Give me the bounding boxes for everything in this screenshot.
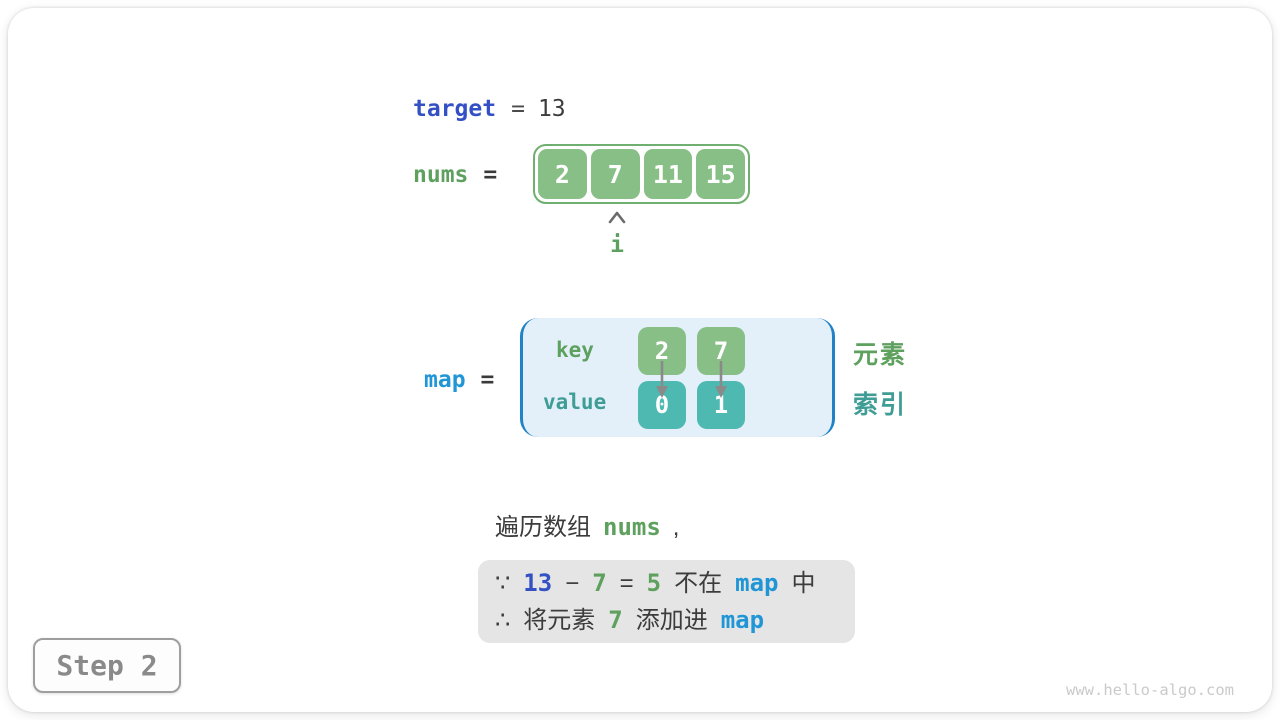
map-line: map = xyxy=(424,367,507,393)
watermark: www.hello-algo.com xyxy=(1066,681,1234,699)
array-cell: 11 xyxy=(643,149,693,199)
map-value-cell: 0 xyxy=(638,381,686,429)
therefore-icon: ∴ xyxy=(495,607,511,634)
add-verb-text: 添加进 xyxy=(635,607,708,634)
in-suffix-text: 中 xyxy=(791,570,816,597)
current-element-token: 7 xyxy=(592,569,607,597)
target-token: 13 xyxy=(523,569,553,597)
nums-array: 2 7 11 15 xyxy=(533,144,750,204)
equals-sign: = xyxy=(619,570,634,597)
map-container: key value 2 7 0 1 xyxy=(520,318,835,437)
traverse-sentence: 遍历数组 nums , xyxy=(495,513,679,542)
index-pointer-label: i xyxy=(610,232,624,258)
minus-sign: − xyxy=(565,570,580,597)
equals-sign: = xyxy=(483,162,498,188)
array-cell: 2 xyxy=(538,149,587,199)
added-element-token: 7 xyxy=(608,606,623,634)
because-icon: ∵ xyxy=(495,570,511,597)
diagram-canvas: target = 13 nums = 2 7 11 15 i map = key… xyxy=(8,8,1272,712)
map-value-cell: 1 xyxy=(697,381,745,429)
target-line: target = 13 xyxy=(413,96,566,122)
nums-line: nums = xyxy=(413,162,510,188)
map-token: map xyxy=(735,569,779,597)
difference-token: 5 xyxy=(646,569,662,597)
map-key-row-label: key xyxy=(556,338,594,362)
map-value-row-label: value xyxy=(543,390,607,414)
reason-box: ∵ 13 − 7 = 5 不在 map 中 ∴ 将元素 7 添加进 map xyxy=(478,560,855,643)
step-badge-label: Step 2 xyxy=(56,649,158,682)
equals-sign: = xyxy=(480,367,495,393)
sentence-comma: , xyxy=(672,514,680,541)
map-variable: map xyxy=(424,367,466,393)
array-cell: 15 xyxy=(696,149,745,199)
nums-token: nums xyxy=(603,513,661,541)
index-side-label: 索引 xyxy=(853,391,908,419)
key-to-value-arrow-icon xyxy=(715,361,727,398)
reason-line-because: ∵ 13 − 7 = 5 不在 map 中 xyxy=(495,565,839,602)
map-token: map xyxy=(720,606,765,634)
reason-line-therefore: ∴ 将元素 7 添加进 map xyxy=(495,602,839,639)
sentence-prefix: 遍历数组 xyxy=(495,514,591,541)
element-side-label: 元素 xyxy=(853,341,908,369)
target-variable: target xyxy=(413,96,497,122)
index-pointer-caret-icon xyxy=(608,211,626,224)
not-in-text: 不在 xyxy=(674,570,723,597)
key-to-value-arrow-icon xyxy=(656,361,668,398)
target-value: 13 xyxy=(537,96,566,122)
step-badge: Step 2 xyxy=(33,638,181,693)
equals-sign: = xyxy=(511,96,525,122)
add-prefix-text: 将元素 xyxy=(523,607,596,634)
nums-variable: nums xyxy=(413,162,469,188)
array-cell: 7 xyxy=(590,149,640,199)
